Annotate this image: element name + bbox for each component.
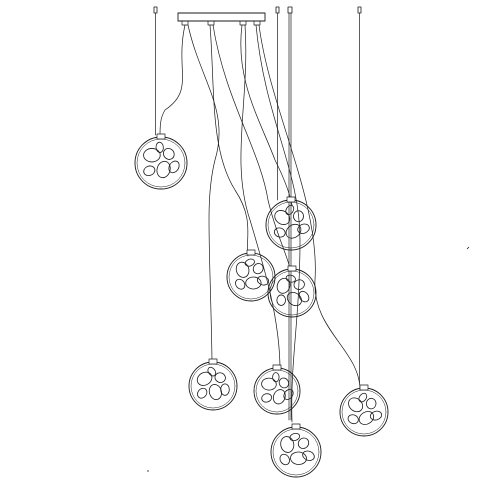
cable-5: [240, 24, 293, 206]
cable-4: [212, 24, 291, 269]
globe-shade-3: [226, 249, 276, 302]
stray-marks: [147, 246, 470, 472]
cable-6: [240, 24, 281, 371]
globe-shade-7: [339, 384, 389, 437]
cable-7: [255, 24, 301, 423]
globe-shade-6: [253, 364, 301, 415]
ceiling-canopy: [177, 12, 266, 26]
cable-3: [209, 24, 249, 257]
cable-2: [187, 24, 220, 361]
globe-shade-1: [134, 133, 188, 190]
globe-shade-4: [267, 265, 317, 318]
suspension-rod-inner: [275, 6, 280, 201]
suspension-rod-right: [357, 6, 362, 384]
pendant-cables: [159, 24, 361, 423]
suspension-rod-left: [153, 6, 158, 136]
cable-8: [258, 24, 361, 391]
cable-1: [159, 24, 186, 139]
globe-shade-8: [270, 423, 322, 478]
globe-shade-5: [188, 358, 238, 411]
globe-shade-2: [265, 196, 317, 251]
